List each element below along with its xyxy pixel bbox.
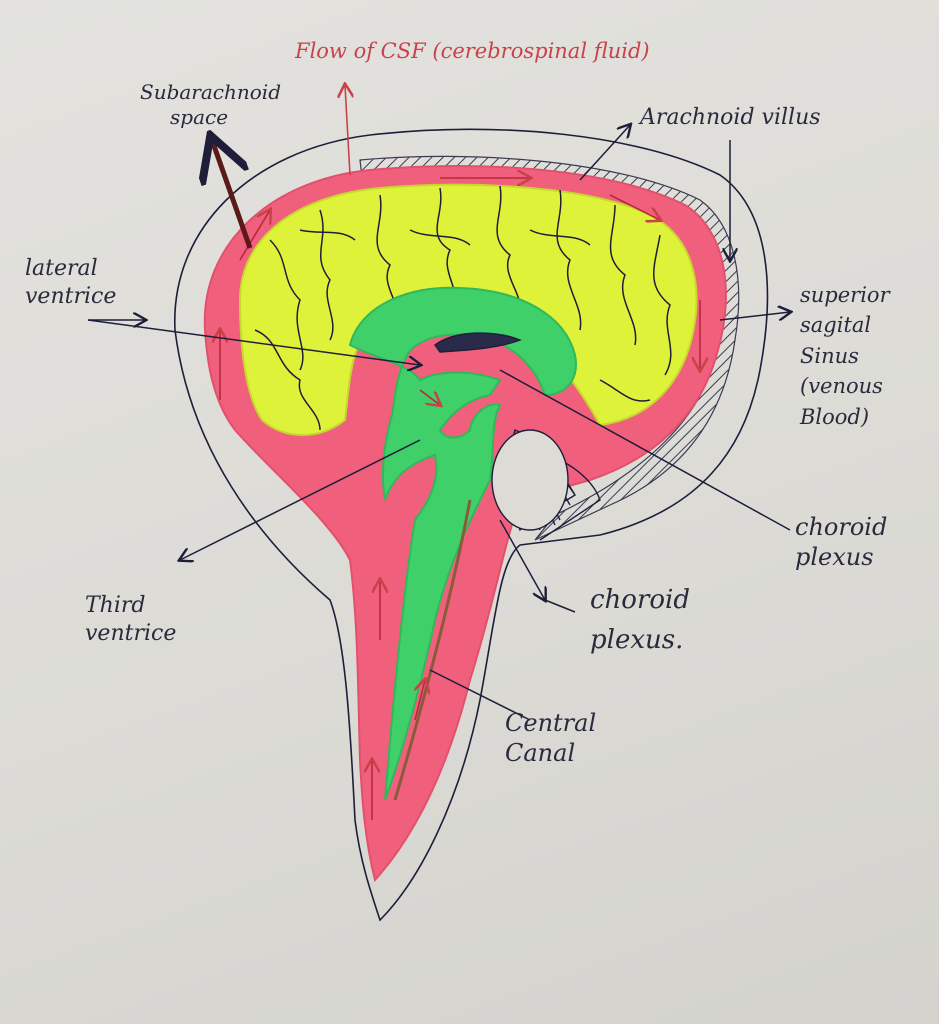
label-lateral-ventricle: lateral ventrice: [25, 256, 117, 309]
flow-of-csf-title: Flow of CSF (cerebrospinal fluid): [295, 39, 650, 63]
cerebellum: [491, 429, 569, 531]
label-superior-sagittal-sinus: superior sagital Sinus (venous Blood): [800, 283, 890, 429]
label-third-ventricle: Third ventrice: [85, 593, 177, 646]
label-choroid-plexus-right: choroid plexus: [795, 513, 888, 571]
label-choroid-plexus-center: choroid plexus.: [590, 585, 691, 656]
subarachnoid-pointer: [212, 140, 253, 249]
label-central-canal: Central Canal: [505, 709, 597, 767]
csf-flow-arrows: [220, 178, 700, 820]
central-canal-line: [393, 499, 472, 801]
ventricle-system: [348, 286, 577, 801]
label-subarachnoid-space: Subarachnoid space: [140, 80, 281, 129]
flow-pointer: [345, 85, 350, 176]
leader-lines: [87, 125, 790, 721]
cerebrum: [238, 183, 698, 436]
label-arachnoid-villus: Arachnoid villus: [640, 105, 821, 130]
